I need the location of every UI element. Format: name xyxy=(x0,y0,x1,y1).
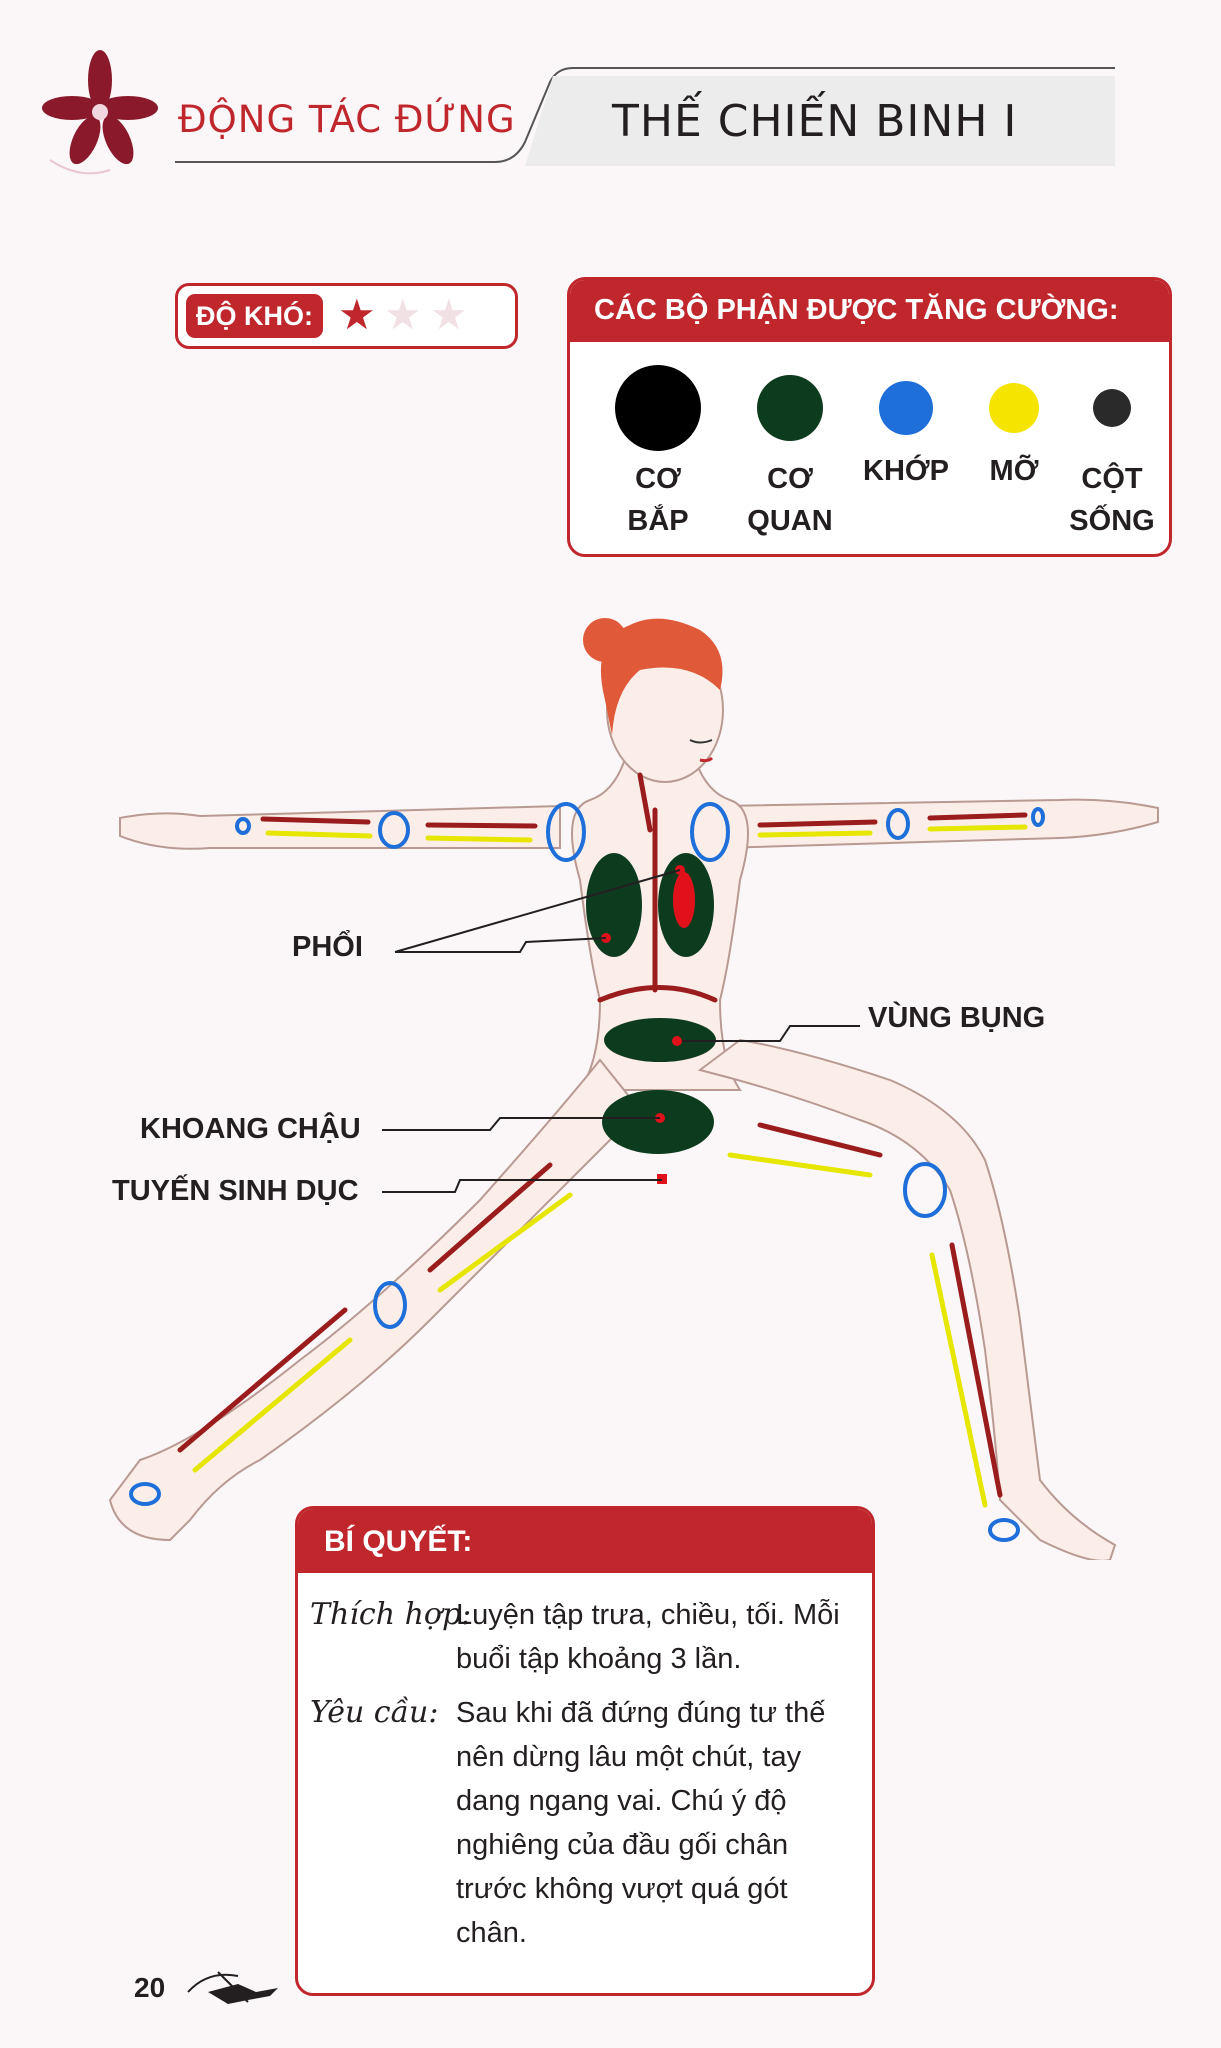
spine-label: CỘT SỐNG xyxy=(1069,463,1155,537)
star-filled-icon: ★ xyxy=(338,291,376,338)
star-empty-icon: ★ xyxy=(384,291,422,338)
star-empty-icon: ★ xyxy=(430,291,468,338)
tips-title: BÍ QUYẾT: xyxy=(324,1525,473,1558)
abdomen xyxy=(604,1018,716,1062)
joint-swatch xyxy=(879,381,933,435)
fat-label: MỠ xyxy=(989,455,1039,487)
abdomen-label: VÙNG BỤNG xyxy=(868,1002,1046,1034)
tips-box: BÍ QUYẾT: Thích hợp: Luyện tập trưa, chi… xyxy=(295,1506,875,1996)
legend-header xyxy=(570,280,1169,342)
tip-term-requirement: Yêu cầu: xyxy=(310,1695,439,1730)
gonads-label: TUYẾN SINH DỤC xyxy=(112,1175,359,1207)
spine-swatch xyxy=(1093,389,1131,427)
muscle-swatch xyxy=(615,365,701,451)
organ-swatch xyxy=(757,375,823,441)
lungs-label: PHỔI xyxy=(292,931,363,963)
difficulty-rating: ĐỘ KHÓ: ★ ★ ★ xyxy=(175,283,518,349)
organ-label: CƠ QUAN xyxy=(747,463,833,537)
page-number: 20 xyxy=(134,1972,166,2003)
tip-term-suitable: Thích hợp: xyxy=(310,1597,472,1632)
yoga-figure-illustration xyxy=(108,618,1159,1560)
legend-title: CÁC BỘ PHẬN ĐƯỢC TĂNG CƯỜNG: xyxy=(594,294,1119,326)
tip-text-suitable: Luyện tập trưa, chiều, tối. Mỗi buổi tập… xyxy=(456,1599,840,1675)
fat-swatch xyxy=(989,383,1039,433)
left-lung xyxy=(586,853,642,957)
body-parts-legend: CÁC BỘ PHẬN ĐƯỢC TĂNG CƯỜNG: CƠ BẮP CƠ Q… xyxy=(567,277,1172,557)
header-band xyxy=(175,67,1115,166)
section-title: ĐỘNG TÁC ĐỨNG xyxy=(178,98,516,141)
tip-text-requirement: Sau khi đã đứng đúng tư thế nên dừng lâu… xyxy=(456,1697,826,1949)
flower-icon xyxy=(42,50,158,175)
archer-icon xyxy=(187,1971,278,2004)
pelvis-label: KHOANG CHẬU xyxy=(140,1113,361,1145)
joint-label: KHỚP xyxy=(863,455,949,487)
tips-header xyxy=(298,1509,872,1573)
difficulty-label: ĐỘ KHÓ: xyxy=(186,294,323,338)
muscle-label: CƠ BẮP xyxy=(627,463,689,537)
pose-title: THẾ CHIẾN BINH I xyxy=(612,96,1018,147)
